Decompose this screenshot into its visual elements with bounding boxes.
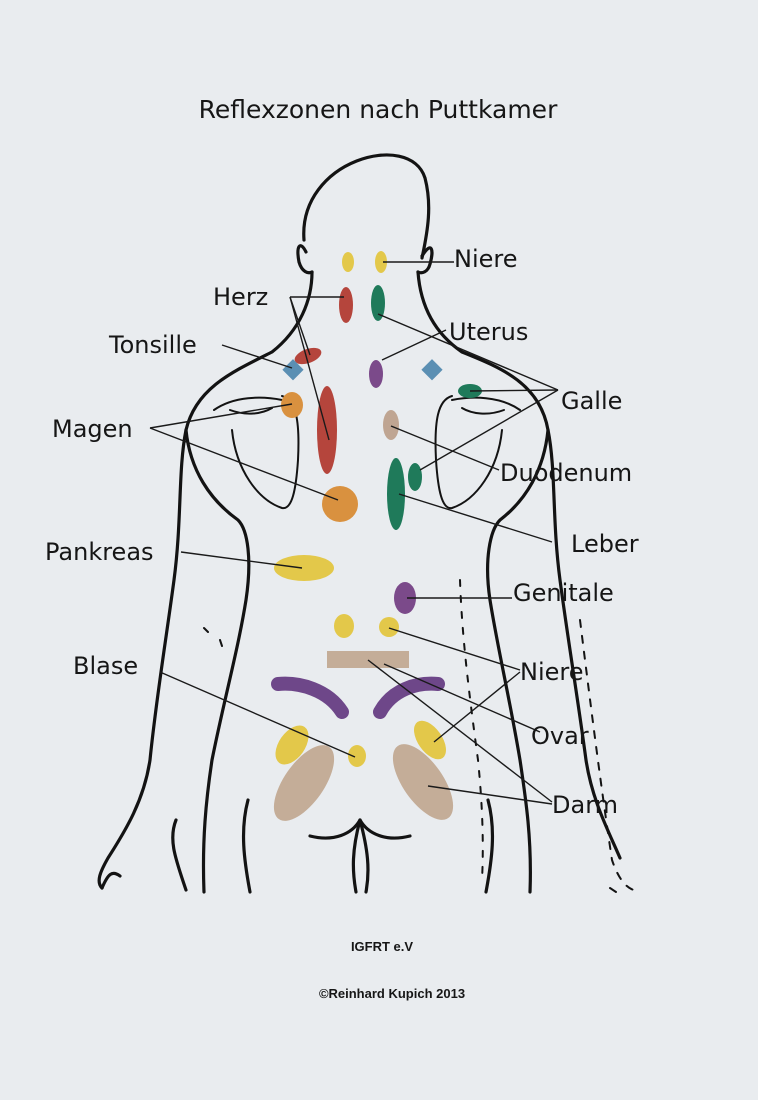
label-niere-bottom: Niere [520, 658, 584, 686]
label-duodenum: Duodenum [500, 459, 632, 487]
zone-blase [348, 745, 366, 767]
zone-magen-shoulder [281, 392, 303, 418]
zone-herz-shoulder [294, 347, 322, 365]
label-blase: Blase [73, 652, 138, 680]
label-ovar: Ovar [531, 722, 589, 750]
zone-niere-upper-right [375, 251, 387, 273]
zone-uterus-upper [369, 360, 383, 388]
label-uterus: Uterus [449, 318, 528, 346]
zone-duodenum [383, 410, 399, 440]
label-tonsille: Tonsille [108, 331, 197, 359]
zone-darm-right [392, 744, 454, 820]
footer-org: IGFRT e.V [351, 939, 413, 954]
zone-darm-left [273, 745, 335, 821]
label-herz: Herz [213, 283, 268, 311]
zone-niere-lower-right [379, 617, 399, 637]
label-niere-top: Niere [454, 245, 518, 273]
zone-herz [339, 287, 353, 323]
zone-tonsille-left [282, 359, 304, 381]
label-magen: Magen [52, 415, 133, 443]
zone-pankreas [274, 555, 334, 581]
label-genitale: Genitale [513, 579, 614, 607]
zone-magen [322, 486, 358, 522]
zone-niere-upper-left [342, 252, 354, 272]
zone-galle-small [408, 463, 422, 491]
zone-herz-spine [317, 386, 337, 474]
zone-genitale [394, 582, 416, 614]
label-leber: Leber [571, 530, 639, 558]
zone-tonsille-right [421, 359, 443, 381]
zone-niere-pelvis-left [275, 725, 309, 765]
diagram-title: Reflexzonen nach Puttkamer [199, 95, 558, 124]
zone-leber [387, 458, 405, 530]
body-outline [97, 153, 635, 894]
leader-lines [149, 261, 559, 805]
zone-galle-upper [371, 285, 385, 321]
reflex-zones [271, 251, 482, 821]
label-darm: Darm [552, 791, 618, 819]
label-pankreas: Pankreas [45, 538, 154, 566]
zone-darm-bar [327, 651, 409, 668]
zone-niere-lower-left [334, 614, 354, 638]
footer-copyright: ©Reinhard Kupich 2013 [319, 986, 465, 1001]
label-galle: Galle [561, 387, 622, 415]
zone-niere-pelvis-right [414, 720, 446, 760]
zone-ovar-left [271, 676, 349, 719]
organ-labels: Niere Herz Uterus Tonsille Galle Magen D… [45, 245, 639, 819]
